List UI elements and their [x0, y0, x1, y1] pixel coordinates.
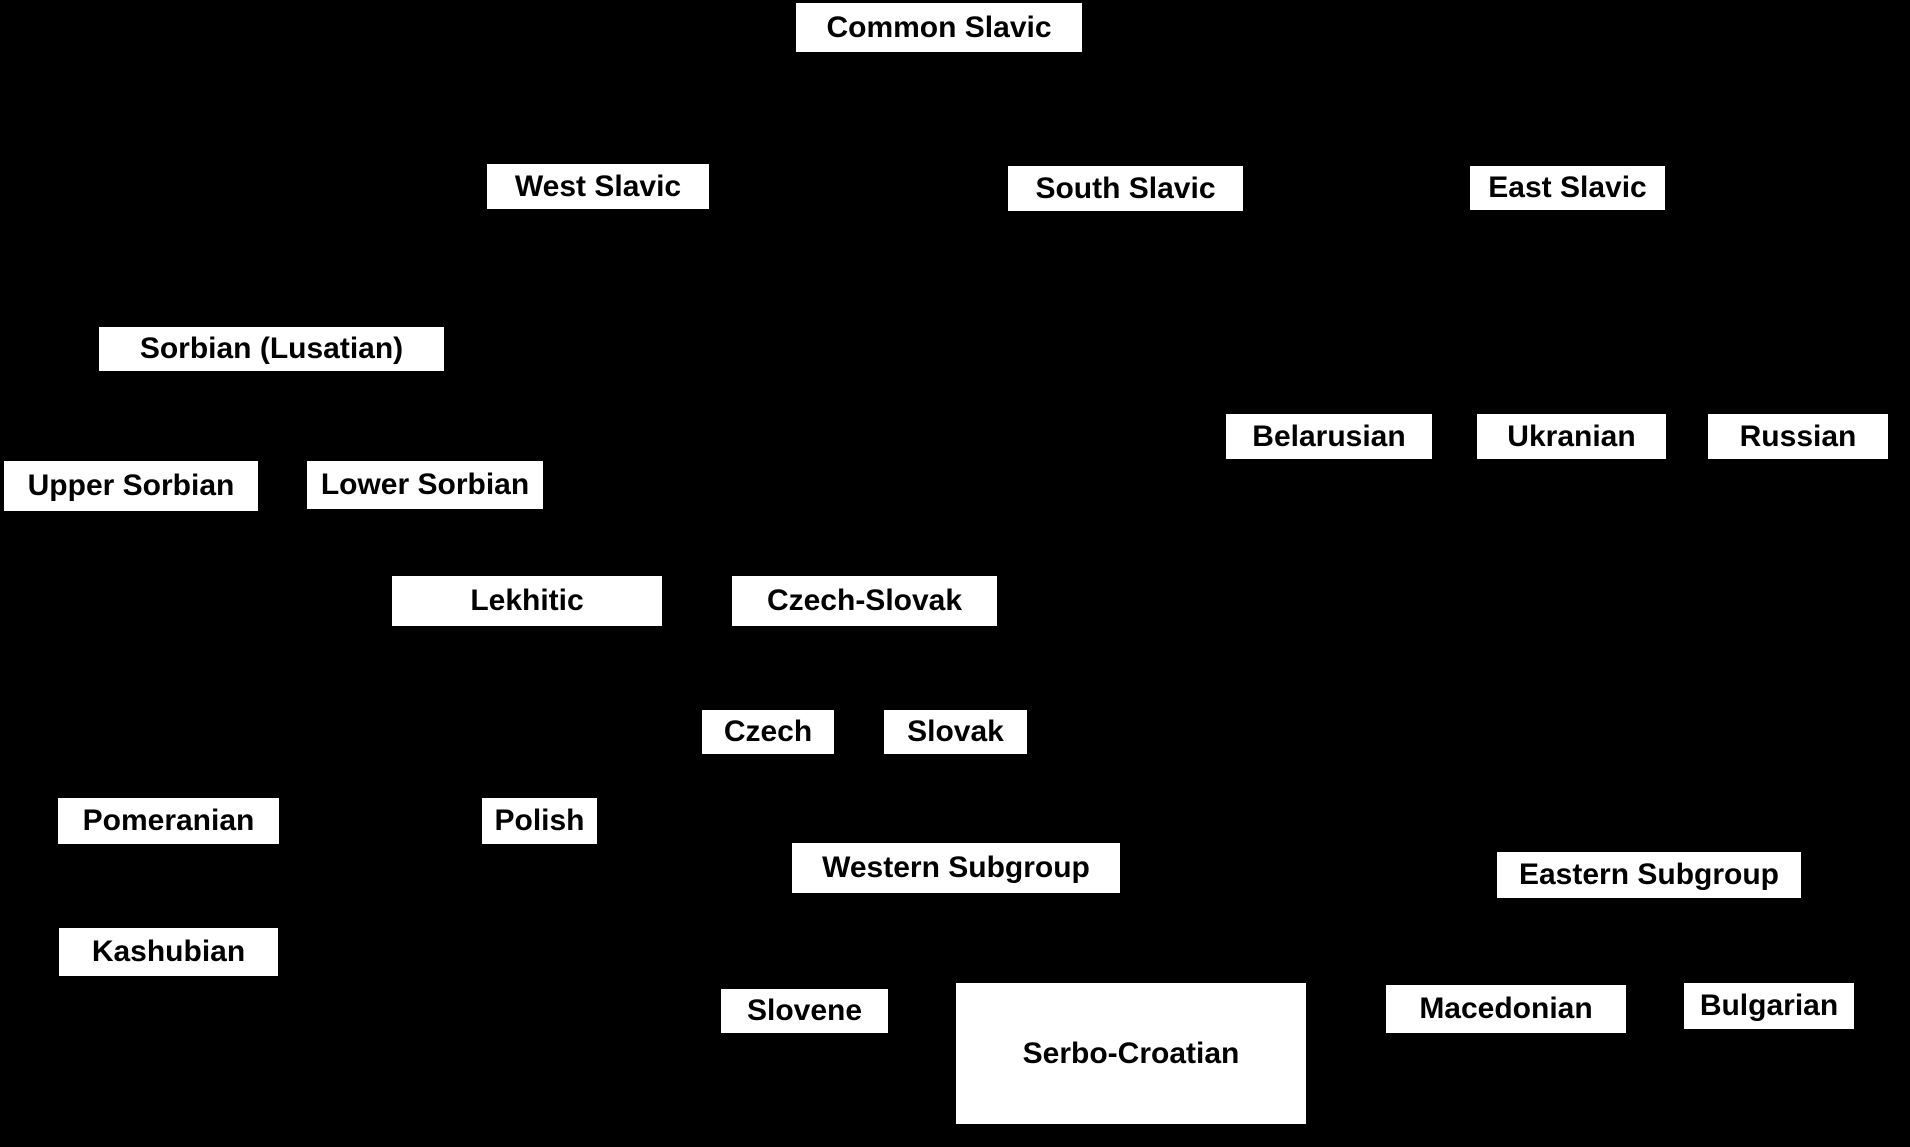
- tree-node-south-slavic: South Slavic: [1008, 166, 1243, 211]
- tree-node-lower-sorbian: Lower Sorbian: [307, 461, 543, 509]
- tree-node-eastern-subgroup: Eastern Subgroup: [1497, 852, 1801, 898]
- tree-node-polish: Polish: [482, 798, 597, 844]
- tree-node-west-slavic: West Slavic: [487, 164, 709, 209]
- tree-node-bulgarian: Bulgarian: [1684, 983, 1854, 1029]
- tree-node-east-slavic: East Slavic: [1470, 166, 1665, 210]
- tree-node-common-slavic: Common Slavic: [796, 3, 1082, 52]
- tree-node-western-subgroup: Western Subgroup: [792, 843, 1120, 893]
- tree-node-sorbian-lusatian: Sorbian (Lusatian): [99, 327, 444, 371]
- tree-node-pomeranian: Pomeranian: [58, 798, 279, 844]
- tree-node-serbo-croatian: Serbo-Croatian: [956, 983, 1306, 1124]
- tree-node-kashubian: Kashubian: [59, 928, 278, 976]
- tree-node-belarusian: Belarusian: [1226, 414, 1432, 459]
- tree-node-russian: Russian: [1708, 414, 1888, 459]
- tree-node-macedonian: Macedonian: [1386, 985, 1626, 1033]
- tree-node-lekhitic: Lekhitic: [392, 576, 662, 626]
- tree-node-slovene: Slovene: [721, 989, 888, 1033]
- tree-node-upper-sorbian: Upper Sorbian: [4, 461, 258, 511]
- tree-node-ukranian: Ukranian: [1477, 414, 1666, 459]
- tree-node-czech-slovak: Czech-Slovak: [732, 576, 997, 626]
- tree-node-slovak: Slovak: [884, 710, 1027, 754]
- tree-node-czech: Czech: [702, 710, 834, 754]
